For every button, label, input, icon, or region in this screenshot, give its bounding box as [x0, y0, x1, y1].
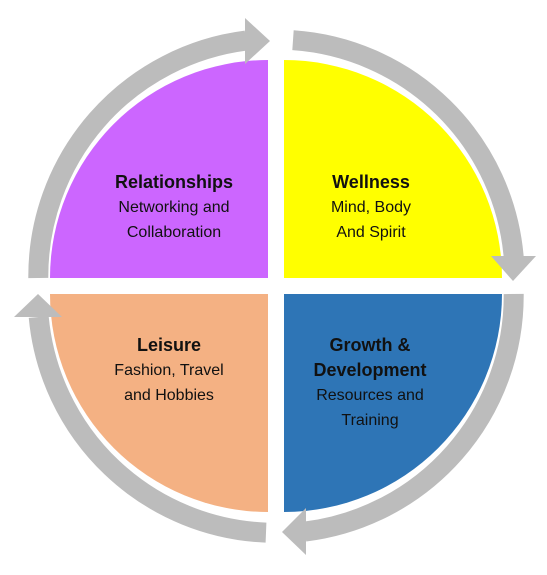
- growth-line-2: Training: [341, 412, 399, 429]
- leisure-line-2: and Hobbies: [124, 387, 214, 404]
- leisure-title: Leisure: [136, 335, 202, 355]
- leisure-line-1: Fashion, Travel: [114, 362, 224, 379]
- leisure-text: Leisure Fashion, Travel and Hobbies: [69, 333, 269, 408]
- growth-development-text: Growth & Development Resources and Train…: [270, 333, 470, 433]
- relationships-quadrant: [50, 60, 268, 278]
- relationships-line-2: Collaboration: [126, 224, 222, 241]
- growth-title-line-2: Development: [313, 360, 427, 380]
- wellness-quadrant: [284, 60, 502, 278]
- wellness-title: Wellness: [332, 172, 410, 192]
- growth-line-1: Resources and: [316, 387, 424, 404]
- growth-development-quadrant: [284, 294, 502, 512]
- relationships-line-1: Networking and: [118, 199, 230, 216]
- arrow-bottom-right-arc: [303, 293, 524, 542]
- leisure-quadrant: [50, 294, 268, 512]
- arrow-head-bottom-left: [14, 294, 62, 317]
- arrow-top-left-arc: [28, 30, 248, 279]
- relationships-title: Relationships: [114, 172, 234, 192]
- relationships-text: Relationships Networking and Collaborati…: [74, 170, 274, 245]
- arrow-bottom-left-arc: [28, 316, 267, 543]
- arrow-head-top-right: [491, 256, 536, 281]
- arrow-head-top-left: [245, 18, 270, 64]
- wellness-line-1: Mind, Body: [330, 199, 412, 216]
- arrow-top-right-arc: [292, 30, 524, 258]
- wellness-line-2: And Spirit: [336, 224, 406, 241]
- arrow-head-bottom-right: [282, 508, 306, 555]
- wellness-text: Wellness Mind, Body And Spirit: [271, 170, 471, 245]
- growth-title-line-1: Growth &: [329, 335, 411, 355]
